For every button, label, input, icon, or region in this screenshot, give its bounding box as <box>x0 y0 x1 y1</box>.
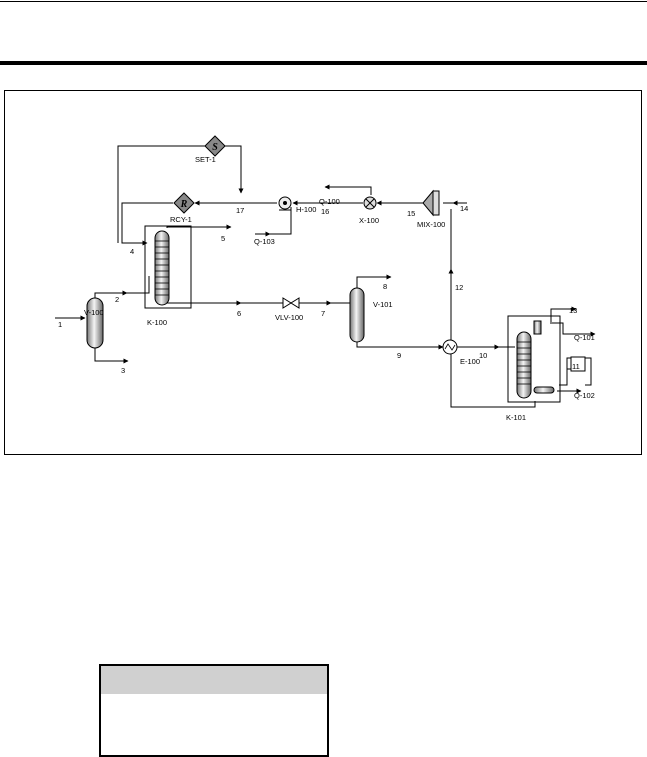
stream-11-box <box>570 356 586 372</box>
stream-11-label: 11 <box>572 362 580 371</box>
set1-block-icon[interactable] <box>204 135 226 157</box>
bottom-box-header <box>101 666 327 694</box>
stream-16-label: 16 <box>321 207 329 216</box>
stream-12-label: 12 <box>455 283 463 292</box>
top-rule <box>0 1 647 2</box>
v100-vessel-icon[interactable] <box>86 297 104 349</box>
stream-3-line <box>94 346 129 364</box>
stream-14-label: 14 <box>460 204 468 213</box>
stream-6-label: 6 <box>237 309 241 318</box>
q101-line <box>550 322 596 337</box>
k100-label: K-100 <box>147 318 167 327</box>
q103-line <box>255 207 292 235</box>
set1-left-line <box>117 145 205 243</box>
k100-column-icon[interactable] <box>154 230 170 306</box>
flowsheet-frame: S R V-100 K-100 VLV-100 V-101 E-100 K-10… <box>4 90 642 455</box>
k100-box <box>144 225 192 309</box>
v101-label: V-101 <box>373 300 393 309</box>
h100-label: H-100 <box>296 205 316 214</box>
stream-7-label: 7 <box>321 309 325 318</box>
stream-8-label: 8 <box>383 282 387 291</box>
condenser-icon[interactable] <box>533 320 542 335</box>
v100-label: V-100 <box>84 308 104 317</box>
set1-label: SET-1 <box>195 155 216 164</box>
stream-4-line <box>121 202 173 246</box>
stream-3-label: 3 <box>121 366 125 375</box>
stream-9-line <box>356 341 444 350</box>
mixer-icon[interactable] <box>422 189 434 217</box>
stream-5-line <box>166 224 232 230</box>
stream-5-label: 5 <box>221 234 225 243</box>
stream-13-line <box>550 306 577 322</box>
reboiler-icon[interactable] <box>533 386 555 394</box>
rcy1-icon-letter: R <box>180 199 188 210</box>
valve-icon[interactable] <box>282 297 292 309</box>
stream-8-line <box>356 274 392 288</box>
stream-17-label: 17 <box>236 206 244 215</box>
k101-bottoms-line <box>450 354 536 408</box>
stream-13-label: 13 <box>569 306 577 315</box>
stream-9-label: 9 <box>397 351 401 360</box>
q103-label: Q-103 <box>254 237 275 246</box>
flowsheet-diagram: S R V-100 K-100 VLV-100 V-101 E-100 K-10… <box>55 135 596 422</box>
header-rule <box>0 61 647 65</box>
stream-4-label: 4 <box>130 247 134 256</box>
q100-label: Q-100 <box>319 197 340 206</box>
stream-2-label: 2 <box>115 295 119 304</box>
q102-label: Q-102 <box>574 391 595 400</box>
q100-line <box>327 186 372 195</box>
stream-1-label: 1 <box>58 320 62 329</box>
k101-column-icon[interactable] <box>516 331 532 399</box>
bottom-info-box <box>99 664 329 757</box>
k101-label: K-101 <box>506 413 526 422</box>
q101-label: Q-101 <box>574 333 595 342</box>
v101-vessel-icon[interactable] <box>349 287 365 343</box>
stream-15-label: 15 <box>407 209 415 218</box>
e100-label: E-100 <box>460 357 480 366</box>
k101-box <box>507 315 561 403</box>
stream-10-label: 10 <box>479 351 487 360</box>
mix100-label: MIX-100 <box>417 220 445 229</box>
rcy1-label: RCY-1 <box>170 215 192 224</box>
set1-right-line <box>225 145 244 194</box>
x100-label: X-100 <box>359 216 379 225</box>
vlv100-label: VLV-100 <box>275 313 303 322</box>
set1-icon-letter: S <box>212 142 218 153</box>
recycle-block-icon[interactable] <box>173 192 195 214</box>
stream-2-line <box>94 276 150 301</box>
